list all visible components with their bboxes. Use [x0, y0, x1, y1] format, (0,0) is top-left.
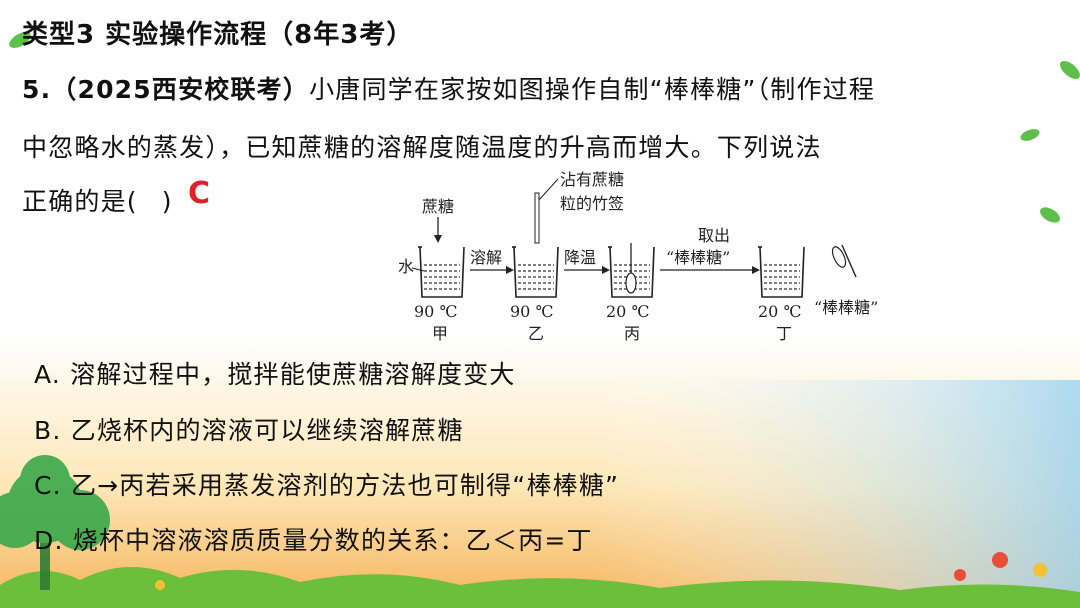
step-cool-label: 降温: [564, 248, 596, 267]
stick-label-1: 沾有蔗糖: [560, 170, 624, 189]
question-text-3: 正确的是(: [22, 187, 138, 216]
tree-decoration: [0, 455, 110, 590]
water-label: 水: [398, 257, 414, 276]
stick-pointer: [537, 178, 559, 202]
question-number: 5.: [22, 75, 52, 104]
question-line-1: 5.（2025西安校联考）小唐同学在家按如图操作自制“棒棒糖”（制作过程: [22, 70, 875, 106]
answer-mark: C: [188, 176, 211, 211]
option-d[interactable]: D. 烧杯中溶液溶质质量分数的关系：乙＜丙=丁: [34, 526, 593, 555]
beaker-jia: [418, 246, 465, 298]
step-remove-label: 取出: [698, 226, 730, 245]
name-bing: 丙: [624, 324, 640, 343]
temp-ding: 20 ℃: [758, 302, 801, 321]
temp-yi: 90 ℃: [510, 302, 553, 321]
lollipop-icon: [831, 244, 857, 278]
section-title: 类型3 实验操作流程（8年3考）: [22, 20, 414, 50]
temp-jia: 90 ℃: [414, 302, 457, 321]
sugar-label: 蔗糖: [422, 197, 454, 216]
lollipop-label: “棒棒糖”: [814, 298, 878, 317]
name-yi: 乙: [528, 324, 544, 343]
water-pointer: [411, 267, 425, 272]
experiment-diagram: 蔗糖 水 溶解 沾有蔗糖 粒的竹签 降温: [398, 170, 878, 343]
temp-bing: 20 ℃: [606, 302, 649, 321]
option-b[interactable]: B. 乙烧杯内的溶液可以继续溶解蔗糖: [34, 416, 464, 445]
leaf-decoration: [9, 32, 1080, 223]
option-c[interactable]: C. 乙→丙若采用蒸发溶剂的方法也可制得“棒棒糖”: [34, 471, 620, 500]
stick-label-2: 粒的竹签: [560, 194, 624, 213]
beaker-bing: [608, 243, 655, 298]
step-dissolve-label: 溶解: [470, 248, 502, 267]
option-a[interactable]: A. 溶解过程中，搅拌能使蔗糖溶解度变大: [34, 360, 516, 389]
beaker-ding: [758, 246, 805, 298]
question-line-3: 正确的是(): [22, 182, 173, 218]
name-jia: 甲: [432, 324, 448, 343]
crystal-lump: [625, 272, 637, 294]
grass-decoration: [0, 566, 1080, 608]
flower-decoration: [155, 552, 1047, 590]
sugar-arrowhead: [434, 235, 442, 243]
step-remove-label-2: “棒棒糖”: [666, 248, 730, 267]
question-text-1: 小唐同学在家按如图操作自制“棒棒糖”（制作过程: [309, 75, 876, 104]
name-ding: 丁: [776, 324, 792, 343]
question-close-paren: ): [161, 187, 173, 216]
question-source: （2025西安校联考）: [51, 75, 310, 104]
beaker-yi: [512, 192, 559, 298]
bamboo-stick: [534, 192, 540, 244]
question-line-2: 中忽略水的蒸发），已知蔗糖的溶解度随温度的升高而增大。下列说法: [22, 133, 822, 162]
